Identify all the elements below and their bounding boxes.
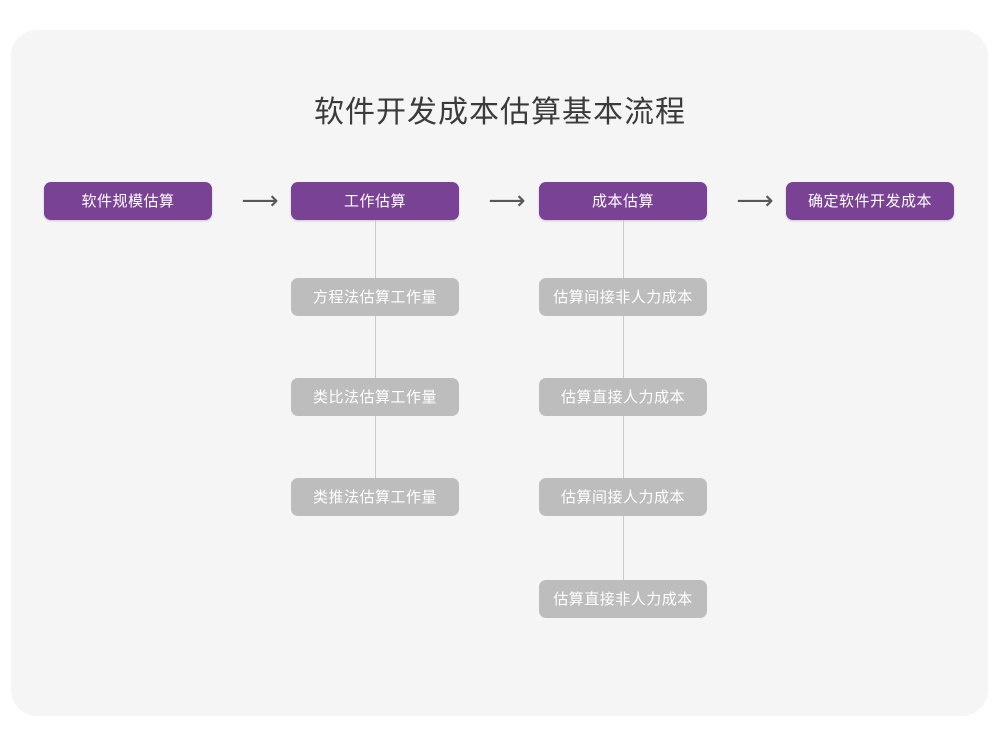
connector-line-work-2 [375,316,376,378]
sub-node-direct-labor-cost[interactable]: 估算直接人力成本 [539,378,707,416]
flow-node-label: 成本估算 [591,192,654,210]
flow-arrow-3-icon: ⟶ [736,186,774,216]
connector-line-work-3 [375,416,376,478]
flow-node-cost-estimation[interactable]: 成本估算 [539,182,707,220]
flow-node-label: 确定软件开发成本 [807,192,932,210]
flow-node-work-estimation[interactable]: 工作估算 [291,182,459,220]
flow-arrow-2-icon: ⟶ [488,186,526,216]
connector-line-cost-2 [623,316,624,378]
sub-node-label: 类推法估算工作量 [312,488,437,506]
sub-node-analogy-method-effort[interactable]: 类比法估算工作量 [291,378,459,416]
flow-node-label: 软件规模估算 [81,192,175,210]
sub-node-indirect-labor-cost[interactable]: 估算间接人力成本 [539,478,707,516]
flow-node-determine-development-cost[interactable]: 确定软件开发成本 [786,182,954,220]
connector-line-cost-1 [623,220,624,278]
flow-node-label: 工作估算 [343,192,406,210]
sub-node-label: 估算直接非人力成本 [553,590,693,608]
page-title: 软件开发成本估算基本流程 [314,96,686,129]
connector-line-work-1 [375,220,376,278]
flow-arrow-1-icon: ⟶ [241,186,279,216]
sub-node-equation-method-effort[interactable]: 方程法估算工作量 [291,278,459,316]
sub-node-direct-nonlabor-cost[interactable]: 估算直接非人力成本 [539,580,707,618]
connector-line-cost-3 [623,416,624,478]
sub-node-label: 类比法估算工作量 [312,388,437,406]
sub-node-indirect-nonlabor-cost[interactable]: 估算间接非人力成本 [539,278,707,316]
sub-node-label: 估算间接非人力成本 [553,288,693,306]
sub-node-analogy-inference-effort[interactable]: 类推法估算工作量 [291,478,459,516]
sub-node-label: 估算直接人力成本 [560,388,685,406]
flow-node-software-size-estimation[interactable]: 软件规模估算 [44,182,212,220]
diagram-card [11,30,988,716]
sub-node-label: 估算间接人力成本 [560,488,685,506]
sub-node-label: 方程法估算工作量 [312,288,437,306]
connector-line-cost-4 [623,516,624,580]
